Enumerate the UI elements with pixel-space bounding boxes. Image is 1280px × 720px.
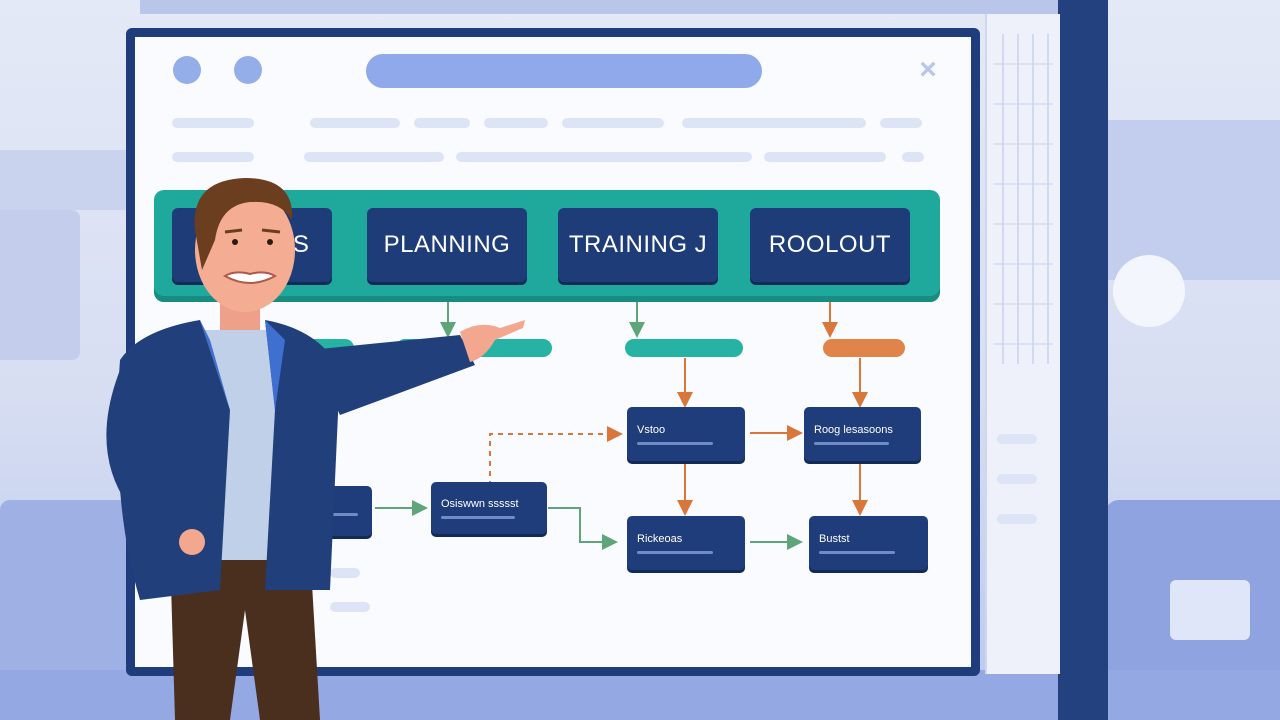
window-dot-1[interactable]	[173, 56, 201, 84]
grid-chart-icon	[993, 34, 1053, 364]
stage-planning-label: PLANNING	[383, 231, 511, 258]
monitor-top-bezel	[140, 0, 1060, 14]
placeholder-line	[562, 118, 664, 128]
placeholder-line	[330, 568, 360, 578]
flow-node-2[interactable]: Roog lesasoons	[804, 407, 921, 461]
bg-building-right	[1108, 120, 1280, 280]
flow-node-1-label: Vstoo	[637, 423, 666, 436]
bg-building	[0, 150, 130, 210]
placeholder-line	[880, 118, 922, 128]
monitor-right-bezel	[1058, 0, 1108, 720]
flow-node-4-label: Rickeoas	[637, 532, 683, 545]
side-panel	[985, 14, 1060, 674]
address-bar[interactable]	[366, 54, 762, 88]
stage-training-label: TRAINING J	[568, 231, 708, 258]
placeholder-line	[456, 152, 752, 162]
placeholder-line	[330, 602, 370, 612]
placeholder-line	[310, 118, 400, 128]
placeholder-line	[484, 118, 548, 128]
status-pill-alert	[823, 339, 905, 357]
placeholder-line	[172, 152, 254, 162]
placeholder-line	[304, 152, 444, 162]
flow-node-2-label: Roog lesasoons	[814, 423, 893, 436]
placeholder-line	[902, 152, 924, 162]
close-icon[interactable]: ×	[919, 53, 937, 86]
bg-lamp	[1113, 255, 1185, 327]
bg-truck-left-top	[0, 210, 80, 360]
placeholder-line	[682, 118, 866, 128]
stage-rollout-label: ROOLOUT	[768, 231, 892, 258]
flow-node-4[interactable]: Rickeoas	[627, 516, 745, 570]
status-pill	[625, 339, 743, 357]
flow-node-3[interactable]: Osiswwn ssssst	[431, 482, 547, 534]
window-dot-2[interactable]	[234, 56, 262, 84]
placeholder-line	[414, 118, 470, 128]
stage-planning[interactable]: PLANNING	[367, 208, 527, 282]
flow-connectors	[375, 302, 868, 550]
flow-node-5[interactable]: Bustst	[809, 516, 928, 570]
flow-node-1[interactable]: Vstoo	[627, 407, 745, 461]
flow-node-5-label: Bustst	[819, 532, 850, 545]
stage-rollout[interactable]: ROOLOUT	[750, 208, 910, 282]
stage-training[interactable]: TRAINING J	[558, 208, 718, 282]
presenter-illustration	[106, 178, 525, 720]
placeholder-line	[764, 152, 886, 162]
flow-node-3-label: Osiswwn ssssst	[441, 497, 519, 510]
placeholder-line	[172, 118, 254, 128]
